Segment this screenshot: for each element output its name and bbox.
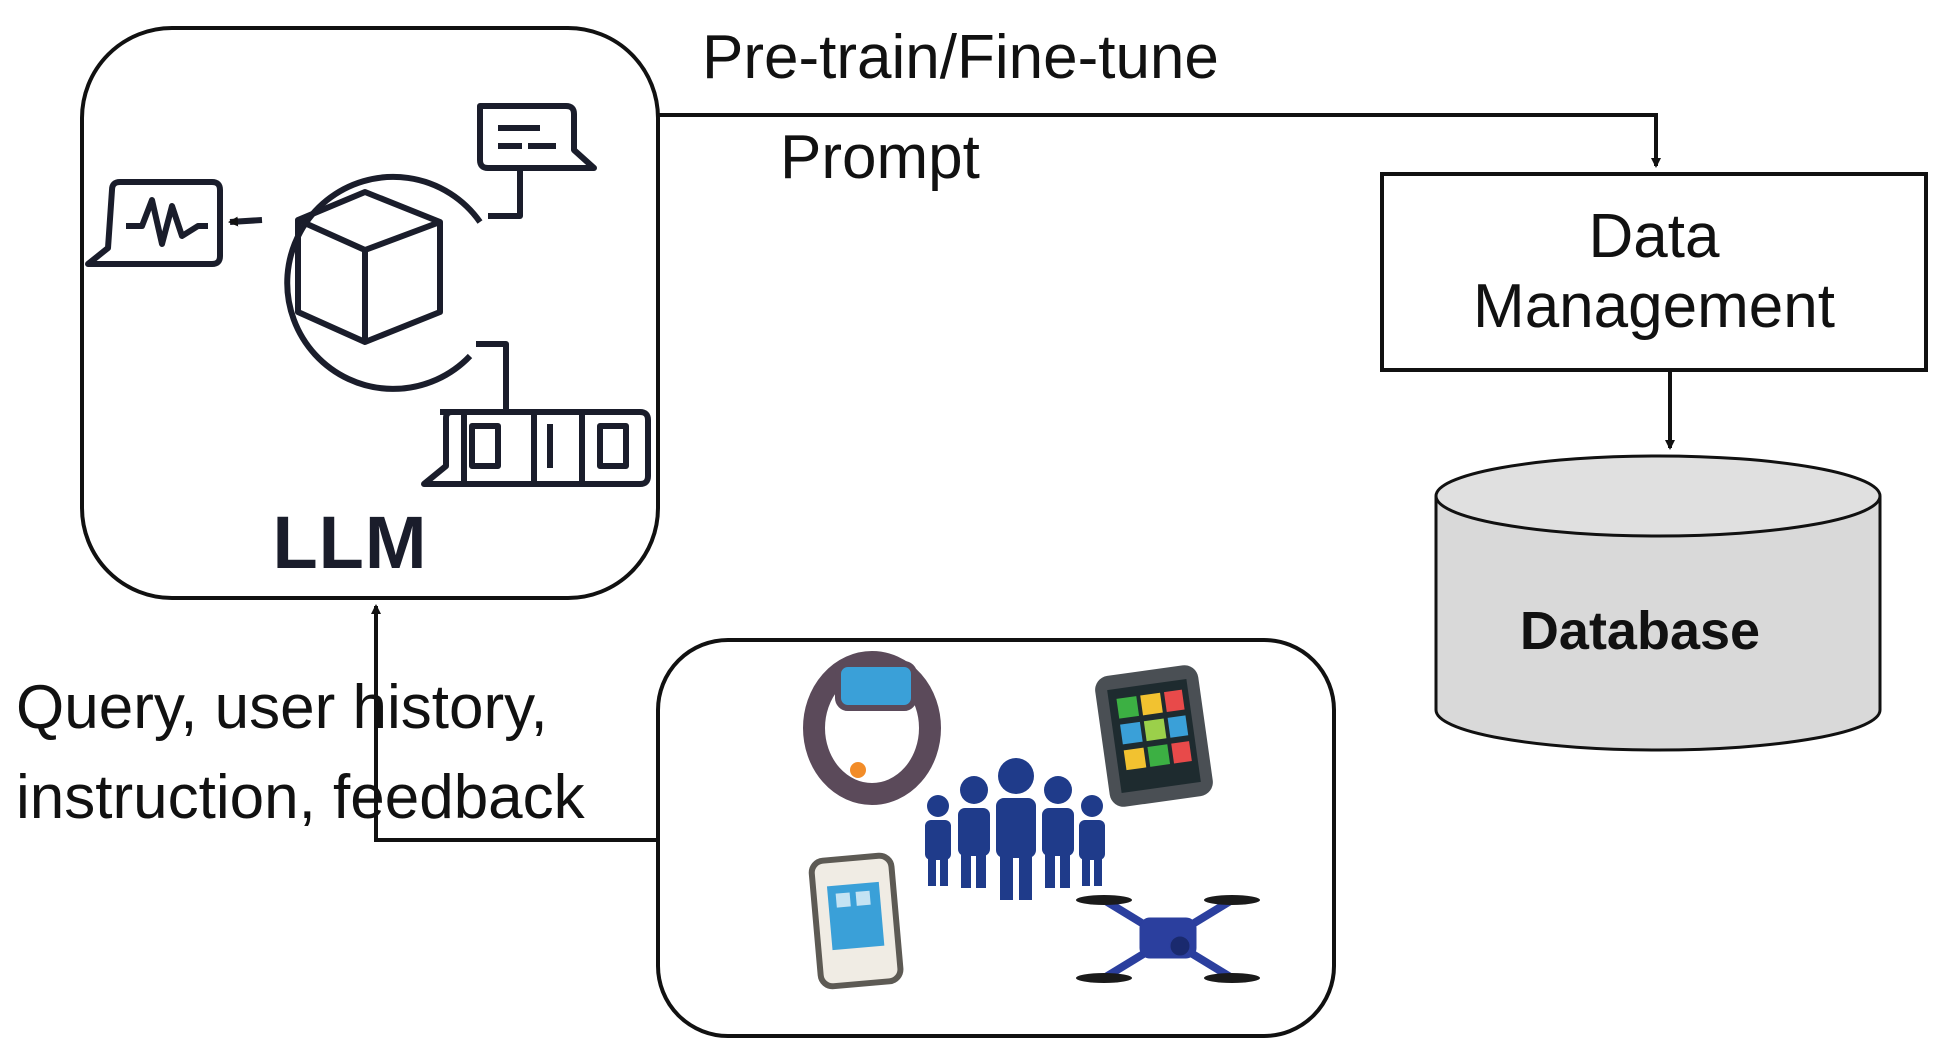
database-cylinder: [1434, 454, 1882, 752]
text-speech-bubble-icon: [477, 103, 597, 219]
llm-node: [80, 26, 660, 600]
devices-to-llm-edge: [371, 604, 658, 842]
llm-label: LLM: [272, 501, 428, 584]
drone-icon: [1076, 895, 1260, 983]
people-group-icon: [925, 758, 1105, 900]
binary-speech-bubble-icon: [421, 341, 651, 487]
tablet-icon: [1095, 665, 1213, 807]
data-management-box: Data Management: [1380, 172, 1928, 372]
cube-icon: [295, 189, 443, 345]
data-management-label-line1: Data: [1588, 202, 1720, 271]
smartwatch-icon: [803, 651, 941, 805]
database-label: Database: [1519, 601, 1761, 661]
llm-output-arrow: [228, 216, 263, 227]
prompt-label: Prompt: [780, 123, 980, 192]
signal-speech-bubble-icon: [85, 179, 223, 267]
data-management-label-line2: Management: [1473, 272, 1835, 341]
query-label-line1: Query, user history,: [16, 673, 548, 742]
pretrain-edge: [658, 113, 1661, 168]
pretrain-label: Pre-train/Fine-tune: [702, 23, 1219, 92]
devices-node: [656, 638, 1336, 1038]
query-label-line2: instruction, feedback: [16, 763, 585, 832]
thermostat-icon: [808, 852, 904, 990]
